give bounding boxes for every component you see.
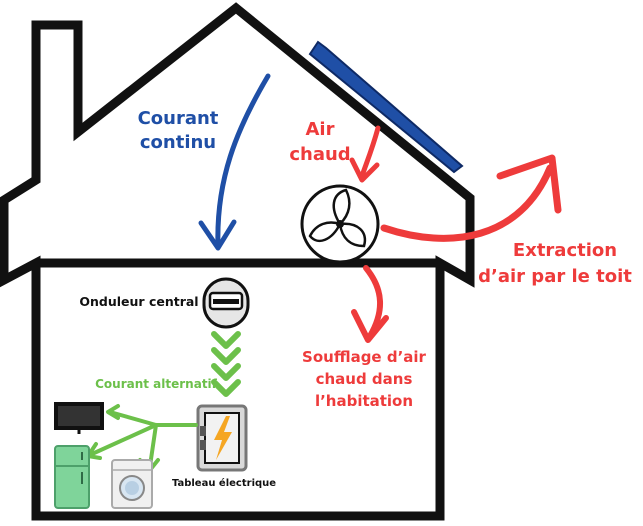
extraction-arrowhead xyxy=(496,154,562,214)
extraction-arrow xyxy=(380,164,554,242)
label-extraction-1: Extraction xyxy=(513,240,617,261)
ac-flow-chevrons xyxy=(211,331,241,397)
lightning-bolt-icon xyxy=(214,416,232,460)
label-extraction-2: d’air par le toit xyxy=(478,266,632,287)
label-onduleur: Onduleur central xyxy=(79,294,198,309)
house-roof-outline xyxy=(0,2,475,521)
label-tableau: Tableau électrique xyxy=(172,477,276,489)
blowing-arrowhead xyxy=(351,309,389,343)
label-courant-continu-1: Courant xyxy=(138,108,219,129)
fan-icon xyxy=(300,184,380,264)
hot-air-arrowhead xyxy=(349,157,380,183)
label-air-chaud-2: chaud xyxy=(289,144,350,165)
dc-arrow xyxy=(215,73,271,249)
hot-air-arrow xyxy=(359,125,381,179)
electrical-panel-icon xyxy=(196,404,248,472)
label-courant-continu-2: continu xyxy=(140,132,216,153)
solar-panel xyxy=(308,40,464,174)
washing-machine-icon xyxy=(111,459,153,509)
inverter-icon xyxy=(202,277,250,329)
label-soufflage-3: l’habitation xyxy=(315,392,413,410)
label-soufflage-2: chaud dans xyxy=(316,370,413,388)
dc-arrowhead xyxy=(198,219,237,251)
tv-icon xyxy=(54,402,104,434)
label-courant-alternatif: Courant alternatif xyxy=(95,377,218,391)
label-soufflage-1: Soufflage d’air xyxy=(302,348,426,366)
label-air-chaud-1: Air xyxy=(306,119,335,140)
fridge-icon xyxy=(54,445,90,509)
